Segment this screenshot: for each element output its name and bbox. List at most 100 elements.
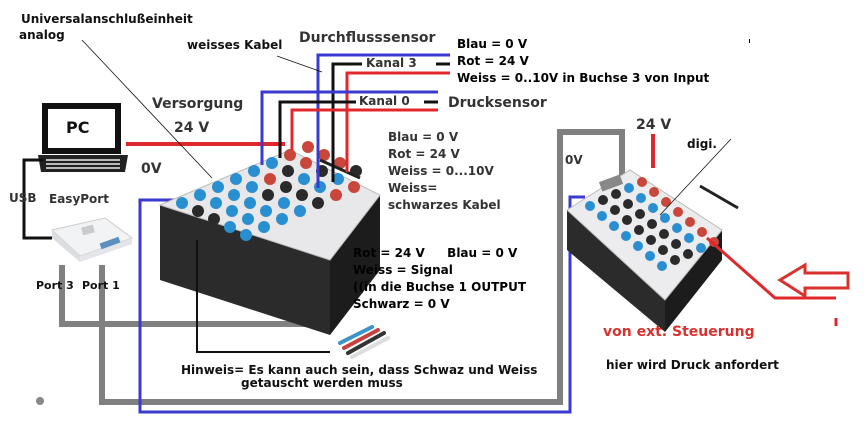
socket-jack (611, 189, 621, 199)
socket-jack (585, 201, 595, 211)
pressure-sensor-label: Drucksensor (448, 95, 547, 111)
digital-24v-label: 24 V (636, 117, 672, 133)
external-control-label: von ext. Steuerung (603, 324, 755, 340)
socket-jack (661, 197, 671, 207)
pressure-info-line: Rot = 24 V (388, 147, 460, 161)
digital-socket-grid (585, 177, 719, 271)
pressure-sensor-info: Blau = 0 V Rot = 24 V Weiss = 0...10V We… (388, 129, 501, 214)
socket-jack (624, 183, 634, 193)
socket-jack (192, 205, 204, 217)
socket-jack (248, 165, 260, 177)
socket-jack (262, 189, 274, 201)
socket-jack (673, 207, 683, 217)
socket-jack (224, 221, 236, 233)
external-control-wire (706, 236, 836, 300)
socket-jack (242, 213, 254, 225)
socket-jack (246, 181, 258, 193)
socket-jack (282, 165, 294, 177)
pressure-request-label: hier wird Druck anfordert (606, 358, 779, 372)
pressure-info-line: Weiss= (388, 181, 438, 195)
output-blue-info: Blau = 0 V (447, 246, 518, 260)
socket-jack (284, 149, 296, 161)
pointer-lines (81, 39, 732, 216)
socket-jack (330, 189, 342, 201)
socket-jack (294, 205, 306, 217)
socket-jack (314, 181, 326, 193)
socket-jack (657, 261, 667, 271)
socket-jack (266, 157, 278, 169)
output-red-info: Rot = 24 V (353, 246, 425, 260)
analog-universal-unit (158, 141, 381, 335)
socket-jack (697, 227, 707, 237)
socket-jack (649, 187, 659, 197)
input-arrow-icon (777, 262, 850, 299)
socket-jack (597, 211, 607, 221)
note-line2: getauscht werden muss (241, 376, 403, 390)
socket-jack (637, 177, 647, 187)
socket-jack (636, 193, 646, 203)
socket-jack (226, 205, 238, 217)
socket-jack (240, 229, 252, 241)
socket-jack (685, 217, 695, 227)
socket-jack (332, 173, 344, 185)
output-info-line: ((in die Buchse 1 OUTPUT (353, 280, 527, 294)
socket-jack (264, 173, 276, 185)
socket-jack (623, 199, 633, 209)
white-cable-label: weisses Kabel (187, 38, 283, 52)
pc-label: PC (66, 118, 90, 137)
supply-label: Versorgung (152, 96, 244, 112)
digital-0v-label: 0V (565, 153, 583, 167)
note-line1: Hinweis= Es kann auch sein, dass Schwaz … (181, 363, 538, 377)
easyport-device-icon (50, 217, 134, 262)
digi-label: digi. (687, 137, 717, 151)
socket-jack (276, 213, 288, 225)
socket-jack (659, 229, 669, 239)
flow-sensor-info: Blau = 0 V Rot = 24 V Weiss = 0..10V in … (457, 36, 709, 87)
socket-jack (696, 243, 706, 253)
kanal3-label: Kanal 3 (366, 56, 417, 70)
test-leads-icon (338, 325, 390, 359)
easyport-label: EasyPort (49, 192, 109, 206)
universal-unit-sublabel: analog (19, 28, 65, 42)
blue-0v-wire (138, 195, 585, 414)
usb-label: USB (9, 191, 37, 205)
socket-jack (622, 215, 632, 225)
pressure-info-line: Blau = 0 V (388, 130, 459, 144)
grey-cable-port1 (99, 129, 625, 405)
stray-mark (749, 39, 750, 43)
socket-jack (296, 189, 308, 201)
socket-jack (334, 157, 346, 169)
socket-jack (298, 173, 310, 185)
socket-jack (302, 141, 314, 153)
black-output-wire (196, 240, 330, 353)
port3-label: Port 3 (36, 279, 74, 292)
socket-jack (598, 195, 608, 205)
socket-jack (194, 189, 206, 201)
pc-laptop-icon (38, 103, 128, 172)
flow-info-line: Blau = 0 V (457, 37, 528, 51)
flow-info-line: Weiss = 0..10V in Buchse 3 von Input (457, 71, 710, 85)
socket-jack (258, 221, 270, 233)
socket-jack (230, 173, 242, 185)
pressure-info-line: schwarzes Kabel (388, 198, 501, 212)
stray-dot (36, 397, 44, 405)
digital-io-module (566, 169, 739, 332)
socket-jack (670, 255, 680, 265)
socket-jack (647, 219, 657, 229)
output-info: Rot = 24 V Blau = 0 V Weiss = Signal ((i… (353, 245, 526, 313)
kanal3-wires (316, 53, 450, 188)
socket-jack (633, 241, 643, 251)
socket-jack (210, 197, 222, 209)
pressure-info-line: Weiss = 0...10V (388, 164, 494, 178)
socket-jack (260, 205, 272, 217)
socket-jack (228, 189, 240, 201)
socket-jack (318, 149, 330, 161)
socket-jack (646, 235, 656, 245)
supply-0v-label: 0V (141, 161, 162, 177)
socket-jack (658, 245, 668, 255)
usb-cable (22, 158, 52, 240)
kanal0-wires (260, 90, 438, 165)
kanal0-label: Kanal 0 (359, 94, 410, 108)
socket-jack (348, 181, 360, 193)
